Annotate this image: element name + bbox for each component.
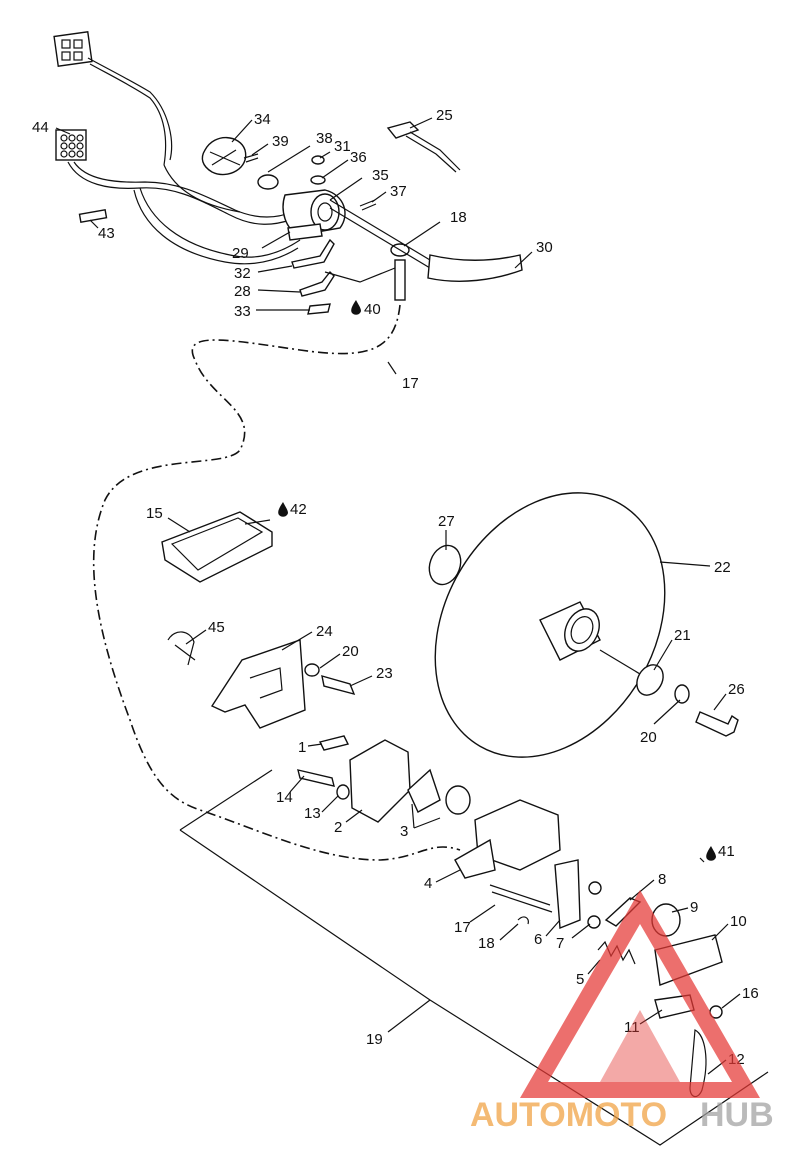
callout-37: 37	[390, 183, 407, 200]
throttle-cable	[92, 304, 461, 861]
callout-38: 38	[316, 130, 333, 147]
callout-34: 34	[254, 111, 271, 128]
watermark-logo: AUTOMOTO HUB	[470, 890, 774, 1134]
callout-17-top: 17	[402, 375, 419, 392]
callout-11: 11	[624, 1019, 640, 1036]
oil-drop-icon	[278, 502, 288, 517]
callout-26: 26	[728, 681, 745, 698]
wiring-harness	[53, 30, 301, 265]
callout-16: 16	[742, 985, 759, 1002]
callout-22: 22	[714, 559, 731, 576]
callout-20-top: 20	[342, 643, 359, 660]
callout-13: 13	[304, 805, 321, 822]
clip-45	[167, 631, 196, 666]
callout-36: 36	[350, 149, 367, 166]
callout-42: 42	[290, 501, 307, 518]
callout-6: 6	[534, 931, 542, 948]
oil-drop-icon	[706, 846, 716, 861]
callout-4: 4	[424, 875, 432, 892]
caliper-2	[349, 739, 411, 823]
callout-43: 43	[98, 225, 115, 242]
callout-19: 19	[366, 1031, 383, 1048]
callout-21: 21	[674, 627, 691, 644]
callout-33: 33	[234, 303, 251, 320]
callout-9: 9	[690, 899, 698, 916]
oil-drop-icon	[351, 300, 361, 315]
callout-3: 3	[400, 823, 408, 840]
bracket-24	[210, 639, 306, 729]
callout-15: 15	[146, 505, 163, 522]
washer-20	[674, 684, 690, 704]
callout-5: 5	[576, 971, 584, 988]
bolt-26	[695, 711, 739, 737]
brake-disc	[434, 492, 666, 758]
callout-2: 2	[334, 819, 342, 836]
washer-21	[636, 664, 664, 696]
watermark-triangle	[520, 890, 760, 1098]
callout-31: 31	[334, 138, 351, 155]
callout-28: 28	[234, 283, 251, 300]
switch-assembly	[201, 121, 523, 315]
callout-7: 7	[556, 935, 564, 952]
cover-plate	[161, 511, 273, 583]
callout-1: 1	[298, 739, 306, 756]
callout-23: 23	[376, 665, 393, 682]
callout-30: 30	[536, 239, 553, 256]
callout-18-bottom: 18	[478, 935, 495, 952]
callout-8: 8	[658, 871, 666, 888]
callout-41: 41	[718, 843, 735, 860]
callout-24: 24	[316, 623, 333, 640]
watermark-text-secondary: HUB	[700, 1096, 774, 1134]
callout-10: 10	[730, 913, 747, 930]
callout-25: 25	[436, 107, 453, 124]
brake-pads	[407, 768, 441, 813]
callout-45: 45	[208, 619, 225, 636]
callout-40: 40	[364, 301, 381, 318]
callout-32: 32	[234, 265, 251, 282]
callout-17-bottom: 17	[454, 919, 471, 936]
callout-29: 29	[232, 245, 249, 262]
callout-14: 14	[276, 789, 293, 806]
o-ring	[428, 544, 462, 586]
callout-44: 44	[32, 119, 49, 136]
callout-39: 39	[272, 133, 289, 150]
watermark-text-primary: AUTOMOTO	[470, 1096, 667, 1134]
callout-20-right: 20	[640, 729, 657, 746]
callout-labels: 44 34 39 38 31 36 35 37 25 43 29 18 30 3…	[32, 107, 759, 1068]
callout-18-top: 18	[450, 209, 467, 226]
callout-35: 35	[372, 167, 389, 184]
callout-27: 27	[438, 513, 455, 530]
leader-lines	[55, 117, 741, 1075]
